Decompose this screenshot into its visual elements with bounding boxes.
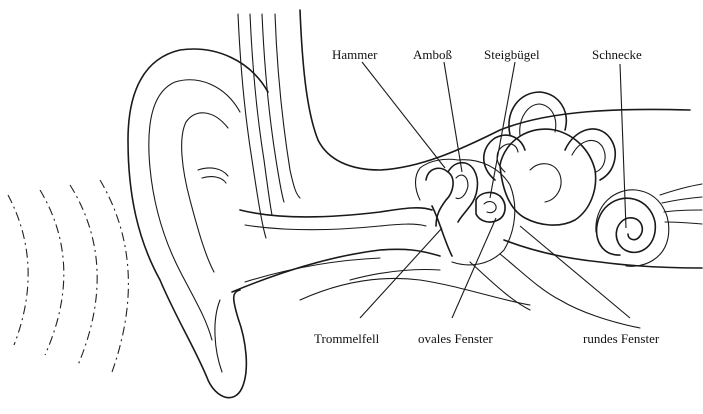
skull-vertical-wall bbox=[300, 10, 690, 170]
cochlea-outer bbox=[596, 190, 669, 266]
nerve-fiber-3 bbox=[664, 210, 702, 212]
anvil-bone bbox=[448, 163, 477, 222]
leader-ovales-fenster bbox=[452, 218, 496, 318]
semicircular-canal-3-inner bbox=[572, 140, 605, 172]
cochlea bbox=[596, 190, 669, 266]
label-ovales-fenster: ovales Fenster bbox=[418, 331, 493, 346]
vestibule-detail bbox=[530, 164, 561, 202]
label-amboss: Amboß bbox=[413, 47, 453, 62]
semicircular-canal-2 bbox=[484, 135, 525, 180]
canal-inner-top bbox=[245, 224, 426, 230]
canal-top bbox=[240, 208, 432, 217]
sound-wave-2 bbox=[40, 190, 64, 355]
nerve-fiber-1 bbox=[660, 184, 702, 195]
leader-rundes-fenster bbox=[520, 226, 630, 318]
labels: Hammer Amboß Steigbügel Schnecke Trommel… bbox=[314, 47, 660, 346]
leader-schnecke bbox=[620, 64, 626, 228]
leader-hammer bbox=[362, 62, 445, 168]
pinna-inner-rim bbox=[149, 80, 240, 340]
canal-wall-upper-3 bbox=[262, 14, 284, 202]
inner-ear bbox=[484, 92, 615, 225]
earlobe-inner bbox=[215, 300, 222, 372]
label-hammer: Hammer bbox=[332, 47, 378, 62]
stapes-inner bbox=[484, 202, 496, 213]
label-trommelfell: Trommelfell bbox=[314, 331, 380, 346]
anvil-detail bbox=[456, 175, 468, 198]
pinna-crus bbox=[198, 168, 228, 176]
tube-lower bbox=[500, 254, 640, 328]
semicircular-canal-1-inner bbox=[520, 104, 556, 136]
ossicles bbox=[416, 159, 515, 265]
canal-bottom bbox=[232, 249, 440, 292]
canal-tissue bbox=[300, 278, 530, 305]
hammer-bone bbox=[426, 168, 453, 226]
leader-amboss bbox=[444, 62, 462, 172]
leader-trommelfell bbox=[360, 228, 442, 318]
eustachian-tube bbox=[470, 240, 702, 328]
auditory-nerve bbox=[660, 184, 702, 224]
ear-canal bbox=[232, 208, 530, 305]
sound-wave-4 bbox=[100, 180, 128, 372]
eardrum bbox=[432, 206, 452, 256]
leader-steigbuegel bbox=[490, 62, 515, 198]
canal-wall-upper-2 bbox=[250, 14, 272, 215]
label-steigbuegel: Steigbügel bbox=[484, 47, 540, 62]
nerve-fiber-4 bbox=[665, 222, 702, 224]
pinna-crus-2 bbox=[202, 177, 226, 183]
semicircular-canal-1 bbox=[509, 92, 566, 135]
pinna-fold bbox=[182, 113, 228, 272]
nerve-fiber-2 bbox=[662, 197, 702, 203]
sound-wave-3 bbox=[70, 185, 97, 365]
label-schnecke: Schnecke bbox=[592, 47, 642, 62]
tube-upper bbox=[504, 240, 702, 268]
label-rundes-fenster: rundes Fenster bbox=[583, 331, 660, 346]
outer-ear bbox=[128, 49, 268, 398]
canal-wall-upper-4 bbox=[275, 14, 300, 198]
sound-waves bbox=[8, 180, 128, 372]
pinna-outline bbox=[128, 49, 268, 398]
leader-lines bbox=[360, 62, 630, 318]
sound-wave-1 bbox=[8, 195, 28, 345]
